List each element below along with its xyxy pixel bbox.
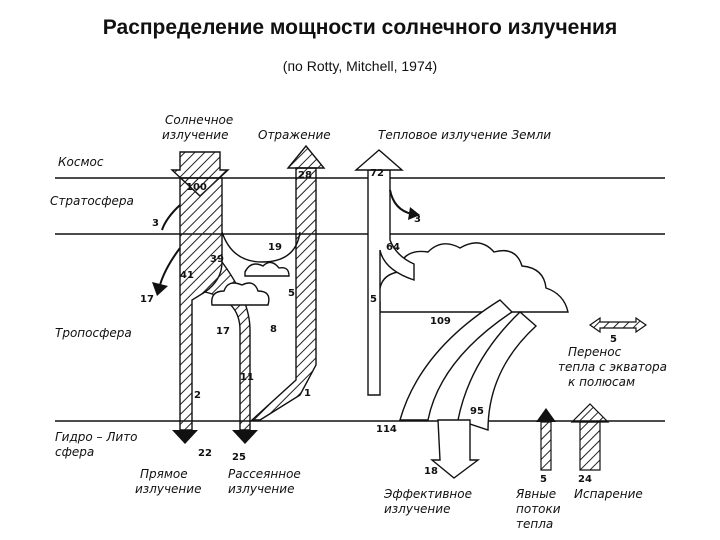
value-5-tropo: 5 [370,294,377,305]
transfer-label-3: к полюсам [568,375,635,389]
sensible-heat-arrowhead [536,408,556,422]
value-strat-abs: 3 [152,218,159,229]
value-1: 1 [304,388,311,399]
strat-absorb-arrow [161,204,181,231]
value-2: 2 [194,390,201,401]
evaporation-arrowhead [570,403,610,423]
direct-down-arrow [172,430,198,444]
thermal-column [367,169,415,396]
value-reflect: 28 [298,170,312,181]
transfer-label-2: тепла с экватора [558,360,667,374]
reflection-inner-curve [221,231,301,263]
reflection-column [250,167,317,421]
reflection-label: Отражение [258,128,331,142]
effective-band-down [430,419,481,479]
solar-label-2: излучение [162,128,228,142]
effective-label-2: излучение [384,502,450,516]
page-subtitle: (по Rotty, Mitchell, 1974) [282,58,438,74]
value-19: 19 [268,242,282,253]
cloud-middle [211,282,270,306]
layer-label-space: Космос [58,155,104,169]
value-24: 24 [578,474,592,485]
value-39: 39 [210,254,224,265]
value-22: 22 [198,448,212,459]
thermal-strat-arrowhead [408,207,420,220]
value-strat-return: 3 [414,214,421,225]
layer-label-hydro-1: Гидро – Лито [55,430,138,444]
transfer-label-1: Перенос [568,345,622,359]
layer-label-hydro-2: сфера [55,445,94,459]
page-title: Распределение мощности солнечного излуче… [102,16,618,39]
value-25: 25 [232,452,246,463]
effective-label-1: Эффективное [383,487,472,501]
value-64: 64 [386,242,400,253]
tropo-left-arrow [159,247,181,286]
thermal-up-arrow [354,149,404,171]
value-5-cloud: 5 [288,288,295,299]
value-solar: 100 [186,182,207,193]
sensible-label-3: тепла [516,517,553,531]
layer-label-troposphere: Тропосфера [55,326,132,340]
diffuse-down-arrow [232,430,258,444]
value-109: 109 [430,316,451,327]
diffuse-label-1: Рассеянное [228,467,301,481]
direct-label-1: Прямое [140,467,188,481]
value-18: 18 [424,466,438,477]
value-114: 114 [376,424,397,435]
layer-label-stratosphere: Стратосфера [50,194,134,208]
reflection-up-arrow [286,144,326,169]
value-41: 41 [180,270,194,281]
value-5-sensible: 5 [540,474,547,485]
heat-transfer-arrow [588,316,648,334]
solar-label-1: Солнечное [165,113,233,127]
evaporation-arrow [579,421,601,471]
effective-band-114 [399,299,514,421]
value-thermal: 72 [370,168,384,179]
thermal-label: Тепловое излучение Земли [378,128,551,142]
tropo-left-arrowhead [152,282,168,296]
value-11: 11 [240,372,254,383]
value-95: 95 [470,406,484,417]
evaporation-label: Испарение [574,487,643,501]
sensible-label-1: Явные [515,487,556,501]
diffuse-label-2: излучение [228,482,294,496]
cloud-small [244,261,290,277]
value-17-mid: 17 [216,326,230,337]
value-17-left: 17 [140,294,154,305]
sensible-heat-arrow [540,421,552,471]
thermal-strat-arrow [389,189,413,215]
sensible-label-2: потоки [516,502,561,516]
value-5-transfer: 5 [610,334,617,345]
value-8: 8 [270,324,277,335]
effective-band-95 [457,311,538,431]
direct-label-2: излучение [135,482,201,496]
